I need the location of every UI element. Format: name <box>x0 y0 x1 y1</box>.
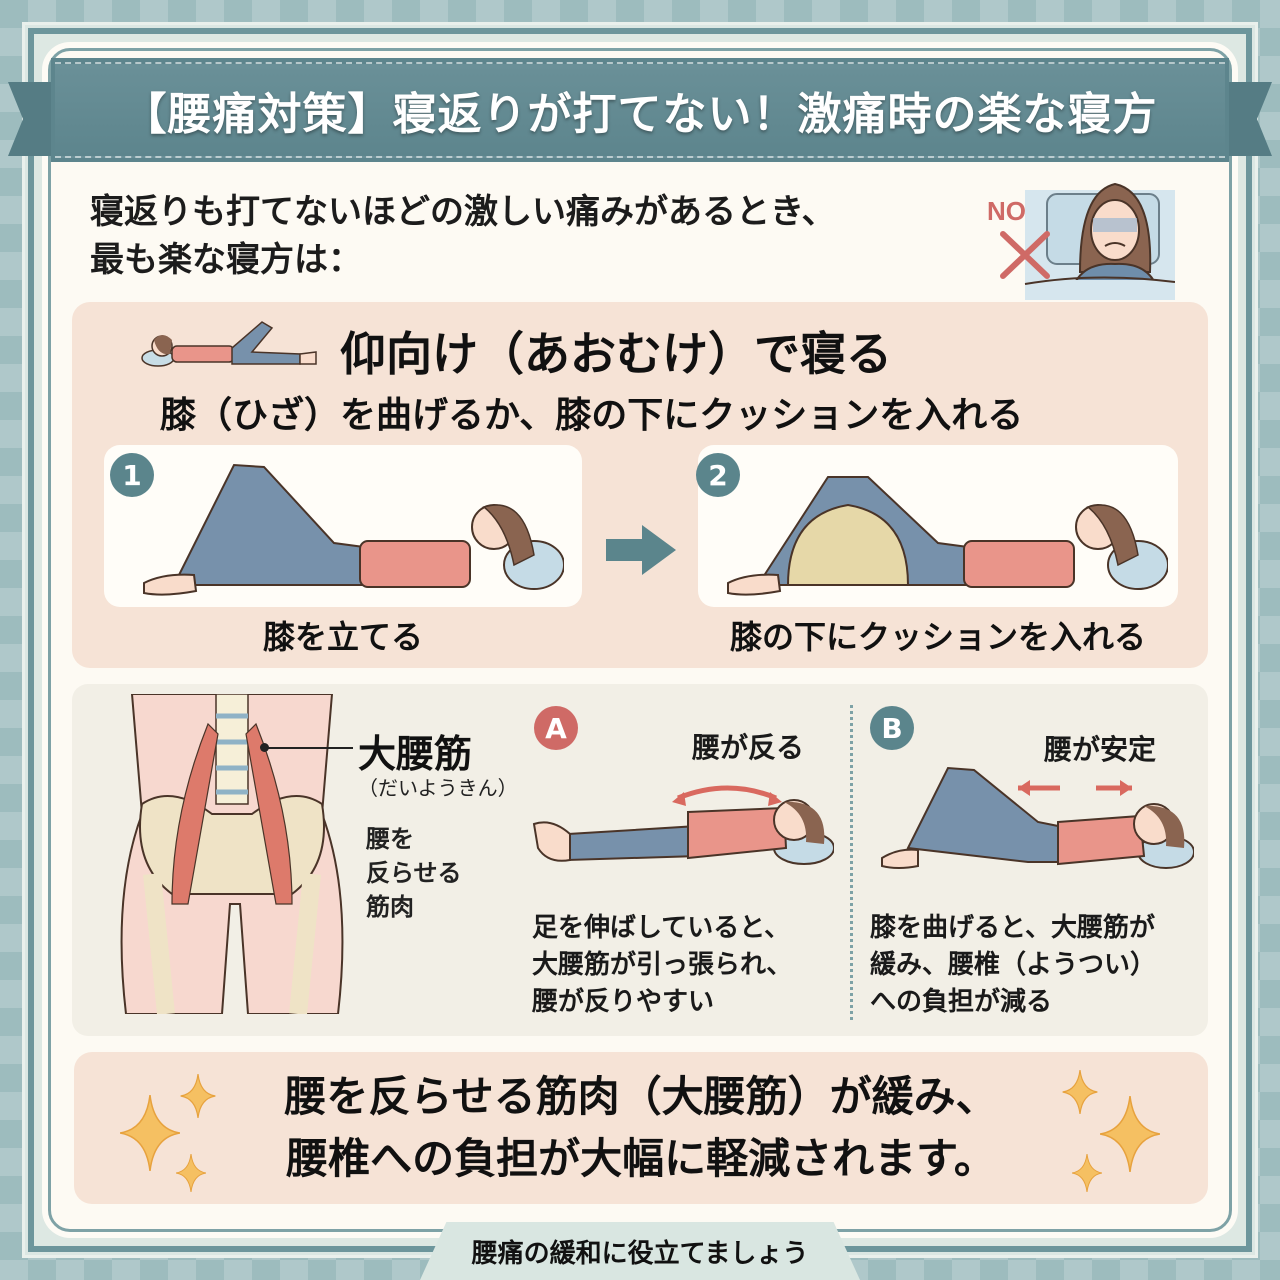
conclusion-line-1: 腰を反らせる筋肉（大腰筋）が緩み、 <box>284 1072 998 1121</box>
step-label-2: 膝の下にクッションを入れる <box>729 618 1146 656</box>
position-b-description: 膝を曲げると、大腰筋が 緩み、腰椎（ようつい） への負担が減る <box>870 913 1157 1017</box>
step-label-1: 膝を立てる <box>262 618 423 656</box>
step-card-1: 1 <box>104 445 582 607</box>
sparkle-icon <box>1062 1070 1098 1114</box>
sparkle-icon <box>176 1154 206 1192</box>
conclusion-line-2: 腰椎への負担が大幅に軽減されます。 <box>286 1134 996 1183</box>
legs-straight-lying-icon <box>532 785 834 865</box>
muscle-description: 腰を 反らせる 筋肉 <box>366 825 462 921</box>
woman-in-pain-in-bed-icon: NO <box>987 182 1175 300</box>
knees-bent-lying-icon <box>143 463 564 596</box>
step-number-badge: 2 <box>696 453 740 497</box>
footer-label: 腰痛の緩和に役立てましょう <box>471 1238 809 1269</box>
muscle-reading: （だいようきん） <box>358 776 518 800</box>
title-ribbon: 【腰痛対策】寝返りが打てない！激痛時の楽な寝方 <box>51 58 1229 162</box>
ribbon-tail-left <box>8 82 58 156</box>
footer-tab: 腰痛の緩和に役立てましょう <box>420 1222 860 1280</box>
sparkle-icon <box>1072 1154 1102 1192</box>
step-card-2: 2 <box>696 445 1178 607</box>
position-b-heading: 腰が安定 <box>1044 733 1157 766</box>
page-title: 【腰痛対策】寝返りが打てない！激痛時の楽な寝方 <box>122 89 1158 140</box>
recommend-title: 仰向け（あおむけ）で寝る <box>340 327 892 381</box>
intro-line-2: 最も楽な寝方は： <box>90 240 362 280</box>
cushion-under-knees-icon <box>727 476 1168 596</box>
intro-line-1: 寝返りも打てないほどの激しい痛みがあるとき、 <box>90 192 836 232</box>
knees-bent-psoas-icon <box>881 766 1194 869</box>
position-a-heading: 腰が反る <box>692 731 805 764</box>
sparkle-icon <box>1100 1096 1160 1172</box>
psoas-anatomy-icon <box>120 694 344 1014</box>
position-a-badge: A <box>534 706 578 750</box>
pointer-line <box>265 747 353 749</box>
step-number-badge: 1 <box>110 453 154 497</box>
lying-figure-icon <box>141 321 317 367</box>
intro-text: 寝返りも打てないほどの激しい痛みがあるとき、 最も楽な寝方は： <box>90 188 970 284</box>
ribbon-tail-right <box>1222 82 1272 156</box>
recommend-subtitle: 膝（ひざ）を曲げるか、膝の下にクッションを入れる <box>160 395 1024 436</box>
arrow-right-icon <box>606 525 676 575</box>
position-b-badge: B <box>870 706 914 750</box>
muscle-name: 大腰筋 <box>358 732 473 776</box>
position-a-description: 足を伸ばしていると、 大腰筋が引っ張られ、 腰が反りやすい <box>532 913 793 1017</box>
section-divider <box>850 705 853 1020</box>
sparkle-icon <box>120 1095 180 1171</box>
svg-text:NO: NO <box>987 196 1026 226</box>
pointer-dot <box>260 743 269 752</box>
conclusion-box: 腰を反らせる筋肉（大腰筋）が緩み、 腰椎への負担が大幅に軽減されます。 <box>74 1052 1208 1204</box>
sparkle-icon <box>180 1074 216 1118</box>
